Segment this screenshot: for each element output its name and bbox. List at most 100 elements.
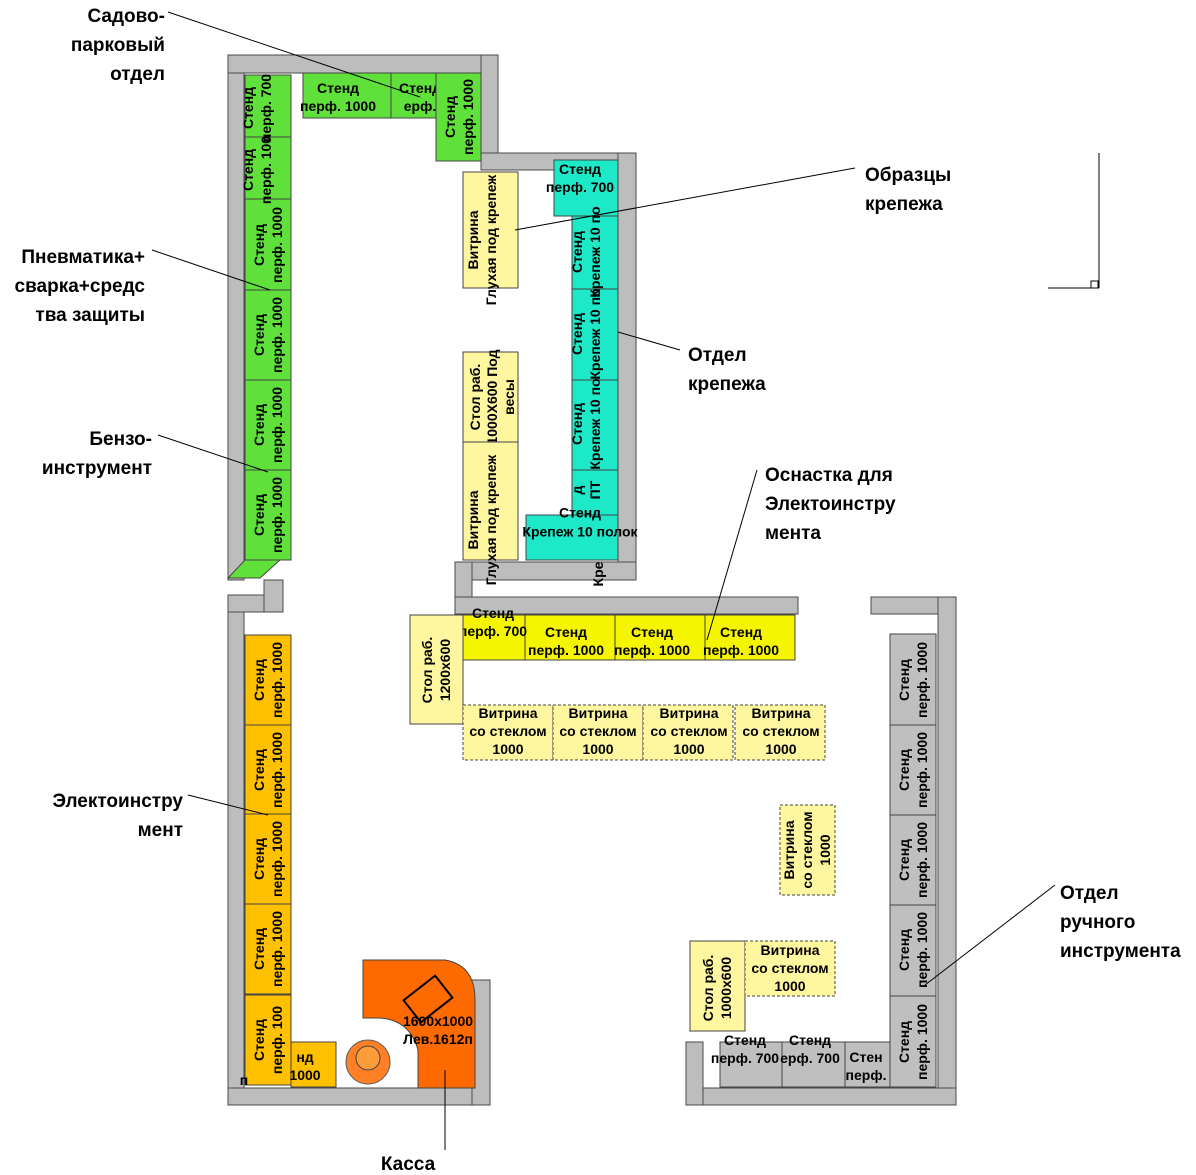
- leader-line: [617, 331, 681, 351]
- hand-tool-bottom: [844, 1041, 891, 1088]
- tooling-stand-label-line: перф. 1000: [614, 642, 690, 658]
- fastener-rack-label-line: Крепеж 10 по: [587, 288, 603, 379]
- glass-showcase-vertical-label-line: со стеклом: [799, 811, 815, 888]
- garden-corner-stand-label-line: Стенд: [442, 96, 458, 138]
- hand-tool-stand-label-line: Стенд: [896, 839, 912, 881]
- callout-fastener-line: крепежа: [688, 374, 766, 395]
- garden-stand: [244, 136, 292, 200]
- garden-stand-label-line: Стенд: [251, 494, 267, 536]
- power-tool-stand-label-line: Стенд: [251, 928, 267, 970]
- fastener-fragment: Кре: [590, 561, 606, 586]
- cashier-desk-label-line: Лев.1612п: [403, 1031, 473, 1047]
- callout-garden-line: Садово-: [87, 6, 165, 27]
- power-tool-stand-label-line: Стенд: [251, 1019, 267, 1061]
- wall-middle-top: [454, 596, 799, 615]
- work-table-1000-label-line: 1000x600: [718, 957, 734, 1020]
- garden-top-stand-label: Стенд перф. 1000: [300, 80, 376, 114]
- leader-line: [157, 434, 269, 473]
- fastener-stand-top-label-line: Стенд: [559, 161, 601, 177]
- wall-top-upper: [227, 54, 499, 74]
- garden-top-stand-label-line: Стенд: [399, 80, 441, 96]
- callout-hand-tools-line: Отдел: [1060, 883, 1119, 904]
- garden-stand-label-line: перф. 1000: [269, 387, 285, 463]
- callout-tooling-line: Оснастка для: [765, 465, 893, 486]
- fastener-rack-label-line: ПТ: [587, 480, 603, 499]
- power-tool-stand: [244, 813, 292, 905]
- hand-tool-stand-label-line: Стенд: [896, 929, 912, 971]
- power-tool-corner: [290, 1041, 337, 1088]
- garden-stand-label-line: перф. 1000: [269, 477, 285, 553]
- garden-stand-label-line: перф. 1000: [269, 207, 285, 283]
- glass-showcase-label-line: Витрина: [479, 705, 538, 721]
- garden-stand: [244, 289, 292, 381]
- garden-stand-label-line: Стенд: [251, 404, 267, 446]
- garden-top-stand-label-line: Стенд: [317, 80, 359, 96]
- callout-tooling-line: мента: [765, 523, 821, 544]
- hand-tool-bottom-label-line: ерф. 700: [780, 1050, 840, 1066]
- showcase-blind-label-line: Витрина: [465, 490, 481, 549]
- power-tool-stand-label-line: перф. 1000: [269, 821, 285, 897]
- fastener-stand-top-label: Стенд перф. 700: [546, 161, 614, 195]
- tooling-stand: [461, 614, 526, 661]
- glass-showcase: [552, 704, 644, 761]
- glass-showcase-label-line: со стеклом: [469, 723, 546, 739]
- callout-fastener: Отдел крепежа: [688, 345, 766, 395]
- work-table-1200: [409, 614, 464, 725]
- fastener-rack-label-line: Крепеж 10 по: [587, 206, 603, 297]
- fastener-rack: [571, 288, 619, 381]
- tooling-stand-label-line: Стенд: [720, 624, 762, 640]
- power-tool-stand-label-line: перф. 1000: [269, 911, 285, 987]
- glass-showcase-label-line: Витрина: [752, 705, 811, 721]
- garden-stand: [244, 74, 292, 138]
- hand-tool-bottom-label-line: Стенд: [724, 1032, 766, 1048]
- hand-tool-bottom-label: Стенд ерф. 700: [780, 1032, 840, 1066]
- wall-bottom-right: [685, 1087, 957, 1106]
- fastener-fragment-line: Кре: [590, 561, 606, 586]
- glass-showcase-label-line: со стеклом: [650, 723, 727, 739]
- power-tool-stand-label-line: перф. 1000: [269, 642, 285, 718]
- leader-line: [151, 249, 271, 291]
- garden-stand-label-line: Стенд: [251, 224, 267, 266]
- hand-tool-bottom-label-line: Стенд: [789, 1032, 831, 1048]
- hand-tool-stand-label-line: перф. 1000: [914, 912, 930, 988]
- fastener-stand-top: [553, 159, 619, 217]
- glass-showcase-label-line: Витрина: [761, 942, 820, 958]
- work-table-1000: [689, 940, 746, 1032]
- showcase-blind-label-line: Глухая под крепеж: [483, 174, 499, 306]
- callout-garden-line: отдел: [110, 64, 165, 85]
- callout-garden-line: парковый: [71, 35, 165, 56]
- hand-tool-stand: [889, 995, 937, 1088]
- callout-garden: Садово-парковый отдел: [71, 6, 165, 85]
- callout-fastener-line: Отдел: [688, 345, 747, 366]
- fastener-stand-top-label-line: перф. 700: [546, 179, 614, 195]
- glass-showcase-vertical-label-line: Витрина: [781, 820, 797, 879]
- wall-fastener-right: [617, 152, 637, 581]
- garden-top-stand-label-line: перф. 1000: [300, 98, 376, 114]
- callout-petrol-line: Бензо-: [89, 429, 152, 450]
- wall-bottom-right-stub: [685, 1041, 704, 1106]
- power-tool-stand-label-line: перф. 1000: [269, 732, 285, 808]
